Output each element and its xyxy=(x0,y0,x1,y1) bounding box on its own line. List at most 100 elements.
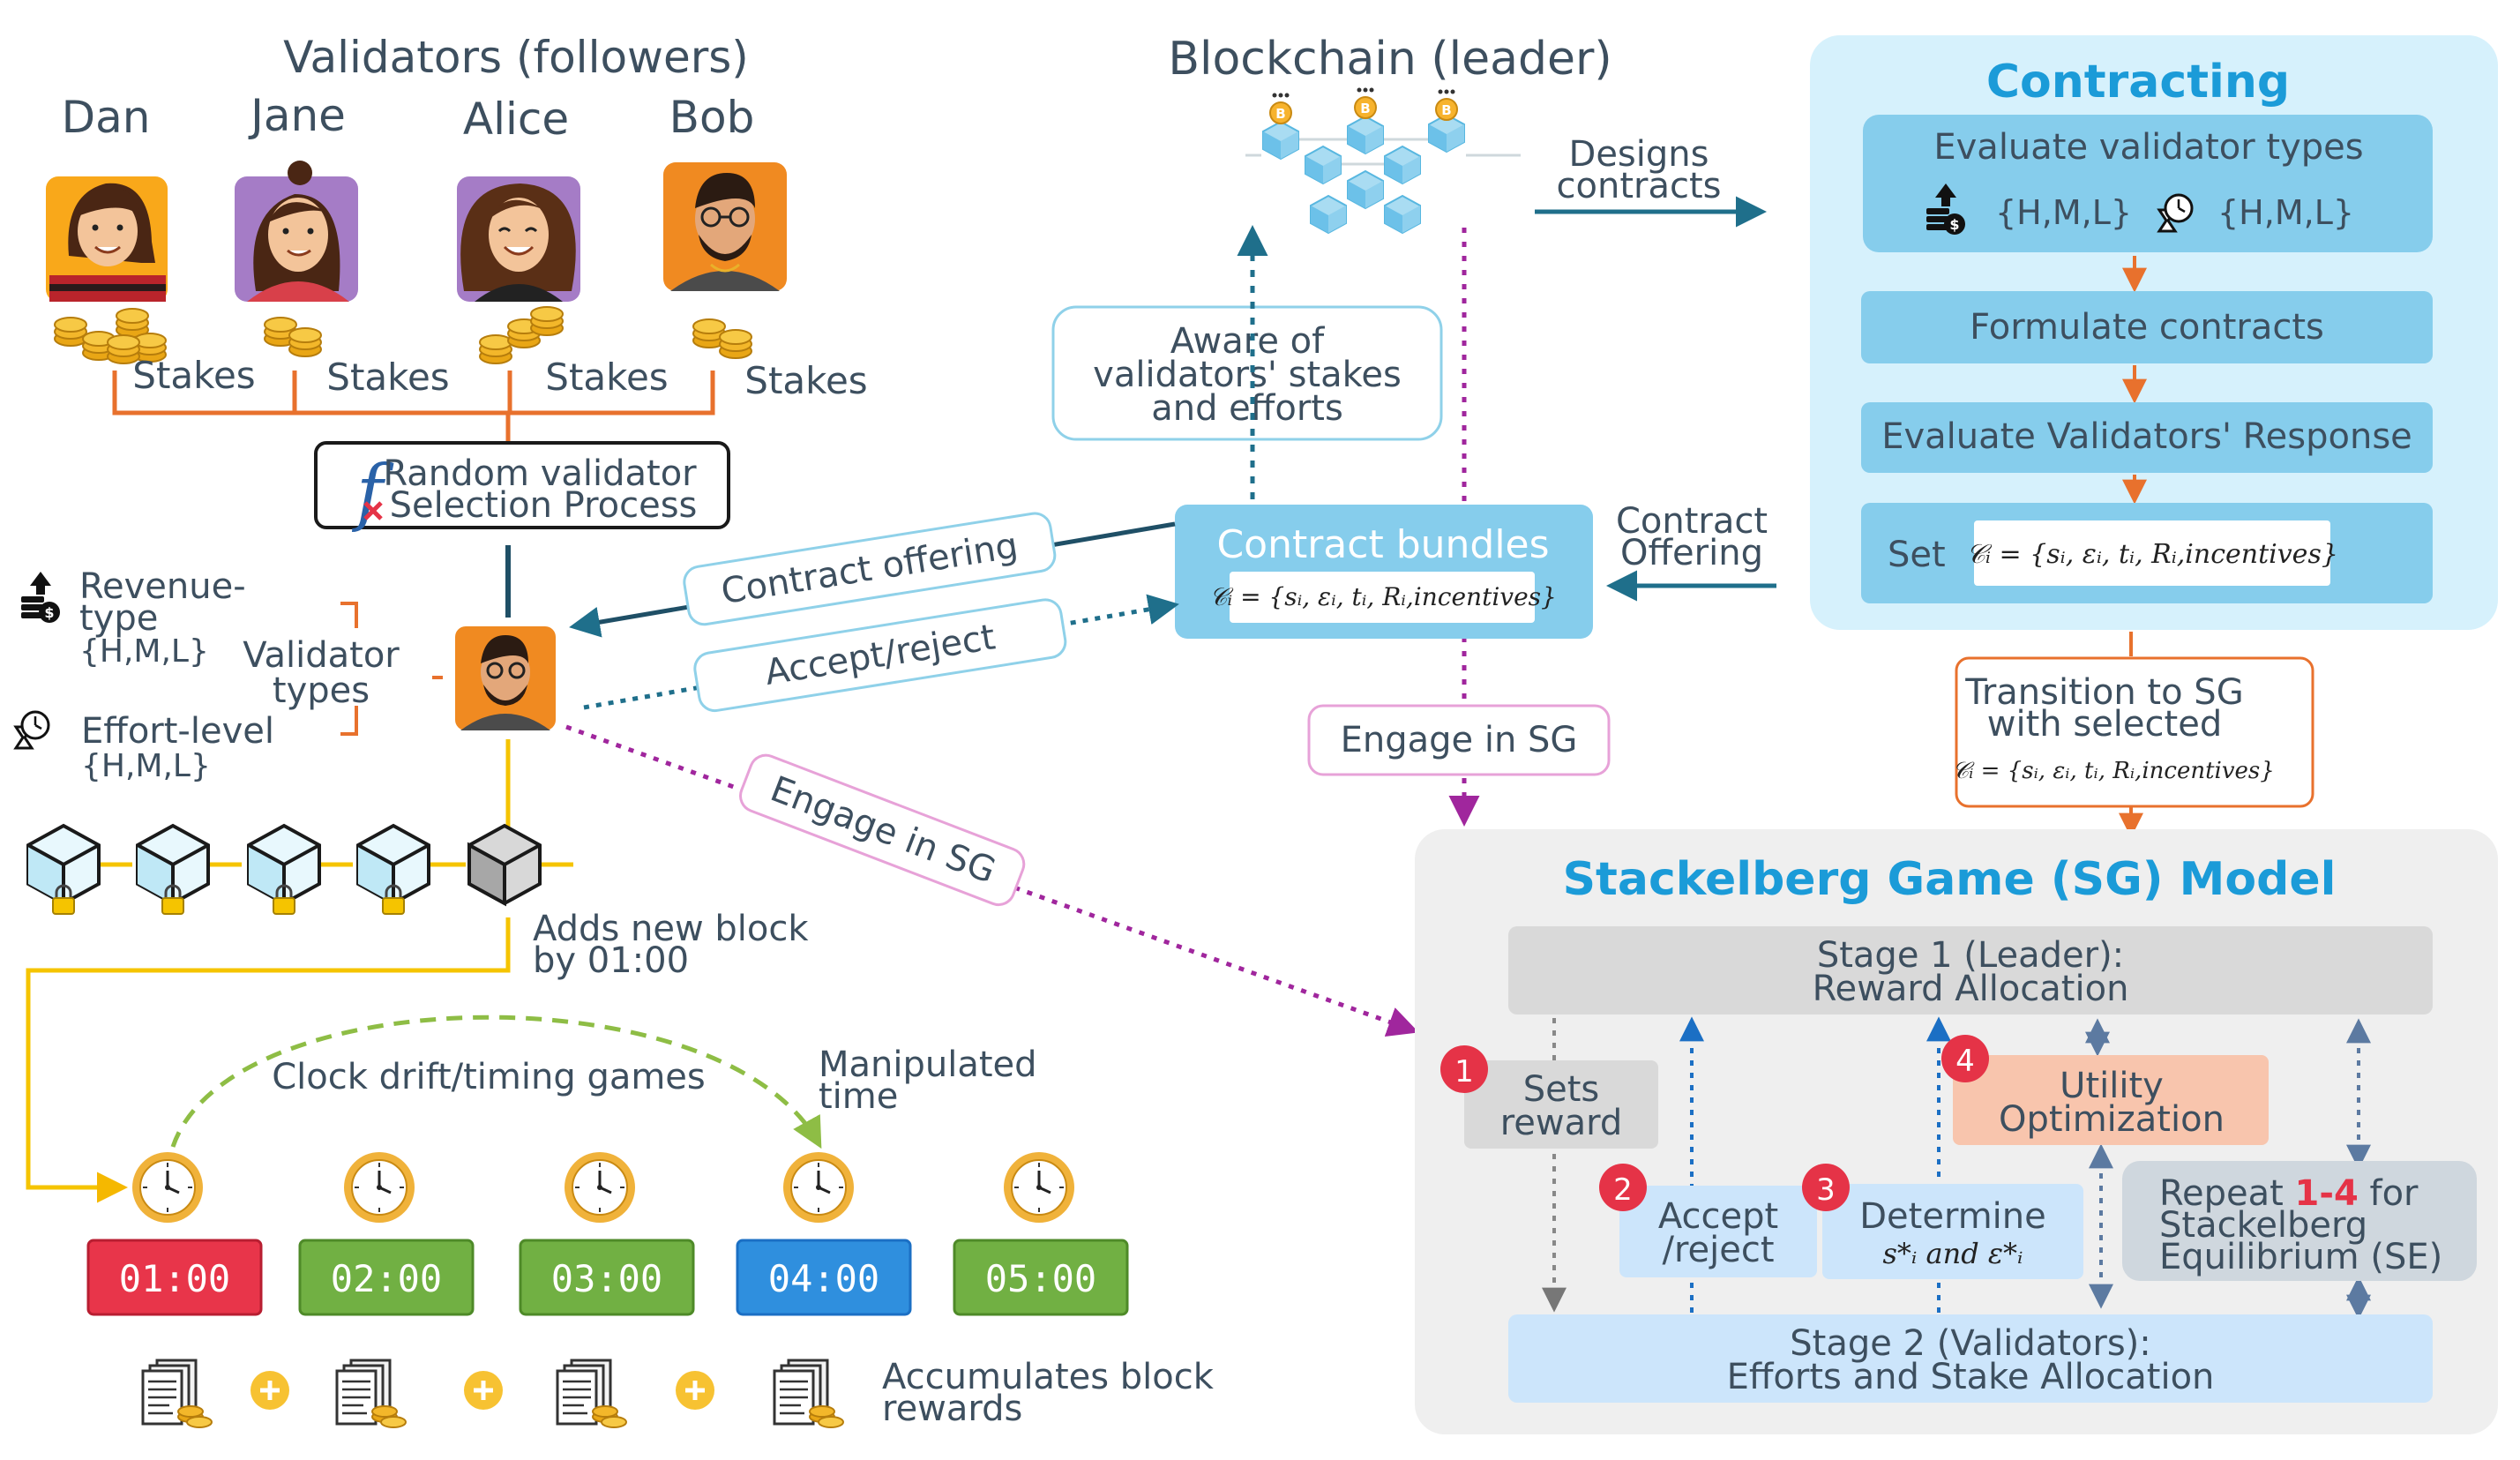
contract-bundles-box[interactable]: Contract bundles 𝒞ᵢ = {sᵢ, εᵢ, tᵢ, Rᵢ,in… xyxy=(1175,505,1593,639)
aware-box: Aware of validators' stakes and efforts xyxy=(1051,305,1443,441)
selected-validator-avatar[interactable] xyxy=(455,626,556,730)
svg-text:Stackelberg: Stackelberg xyxy=(2159,1205,2367,1246)
svg-text:Evaluate Validators' Response: Evaluate Validators' Response xyxy=(1881,416,2412,457)
svg-text:Accept: Accept xyxy=(1658,1196,1778,1237)
plus-icon xyxy=(464,1371,503,1410)
determine-box[interactable]: Determine s*ᵢ and ε*ᵢ xyxy=(1822,1184,2083,1279)
effort-clock-icon xyxy=(14,710,50,750)
formulate-box[interactable]: Formulate contracts xyxy=(1861,291,2433,363)
revenue-type-item: Revenue- type {H,M,L} xyxy=(21,566,246,670)
accumulates-line2: rewards xyxy=(882,1389,1022,1429)
svg-text:Utility: Utility xyxy=(2060,1066,2164,1106)
validator-bob[interactable]: Bob xyxy=(663,92,787,359)
contract-offering-side-2: Offering xyxy=(1620,533,1763,573)
clock-drift-label: Clock drift/timing games xyxy=(272,1057,706,1097)
new-block-icon xyxy=(467,823,542,907)
plus-icon xyxy=(251,1371,289,1410)
svg-text:Transition to SG: Transition to SG xyxy=(1964,672,2243,713)
repeat-box[interactable]: Repeat 1-4 for Stackelberg Equilibrium (… xyxy=(2122,1161,2477,1281)
time-slot-3[interactable]: 03:00 xyxy=(519,1239,695,1316)
evaluate-types-box[interactable]: Evaluate validator types {H,M,L} {H,M,L} xyxy=(1863,115,2433,252)
svg-text:02:00: 02:00 xyxy=(331,1257,442,1300)
block-reward-icon xyxy=(556,1359,628,1429)
engage-tag-diagonal: Engage in SG xyxy=(739,753,1026,907)
svg-text:Aware of: Aware of xyxy=(1170,321,1325,362)
accept-reject-box[interactable]: Accept /reject xyxy=(1619,1186,1817,1277)
avatar-bob-icon xyxy=(663,162,787,291)
locked-blocks xyxy=(26,823,573,916)
repeat-pre: Repeat xyxy=(2159,1173,2295,1214)
svg-text:Stage 1 (Leader):: Stage 1 (Leader): xyxy=(1817,935,2124,976)
stakes-label-bob: Stakes xyxy=(744,359,867,402)
validator-name-dan: Dan xyxy=(62,92,151,143)
evaluate-response-box[interactable]: Evaluate Validators' Response xyxy=(1861,402,2433,473)
avatar-jane-icon xyxy=(235,161,358,302)
svg-text:1: 1 xyxy=(1454,1054,1474,1089)
selection-process-line1: Random validator xyxy=(383,453,697,494)
svg-text:𝒞ᵢ = {sᵢ, εᵢ, tᵢ, Rᵢ,incentiv: 𝒞ᵢ = {sᵢ, εᵢ, tᵢ, Rᵢ,incentives} xyxy=(1966,539,2338,570)
svg-text:Equilibrium (SE): Equilibrium (SE) xyxy=(2159,1237,2442,1277)
svg-text:{H,M,L}: {H,M,L} xyxy=(81,748,211,784)
stage2-box[interactable]: Stage 2 (Validators): Efforts and Stake … xyxy=(1508,1314,2433,1403)
set-box[interactable]: Set 𝒞ᵢ = {sᵢ, εᵢ, tᵢ, Rᵢ,incentives} xyxy=(1861,503,2433,603)
utility-box[interactable]: Utility Optimization xyxy=(1953,1055,2269,1145)
svg-text:Evaluate validator types: Evaluate validator types xyxy=(1933,127,2363,168)
validator-dan[interactable]: Dan xyxy=(46,92,168,364)
bitcoin-icon xyxy=(1435,88,1458,121)
stakes-label-alice: Stakes xyxy=(545,356,668,399)
svg-text:Stage 2 (Validators):: Stage 2 (Validators): xyxy=(1790,1323,2151,1364)
svg-text:{H,M,L}: {H,M,L} xyxy=(1995,193,2132,232)
repeat-post: for xyxy=(2359,1173,2419,1214)
svg-text:type: type xyxy=(79,598,158,639)
jane-coins-icon xyxy=(264,317,322,357)
blockchain-title: Blockchain (leader) xyxy=(1168,33,1611,86)
rewards-row xyxy=(141,1359,845,1429)
svg-text:Determine: Determine xyxy=(1859,1196,2045,1237)
svg-text:3: 3 xyxy=(1816,1172,1836,1208)
manipulated-time-line2: time xyxy=(819,1076,898,1117)
sets-reward-box[interactable]: Sets reward xyxy=(1464,1060,1658,1149)
svg-text:01:00: 01:00 xyxy=(119,1257,230,1300)
contract-offering-side-1: Contract xyxy=(1616,501,1768,542)
avatar-dan-icon xyxy=(46,176,168,302)
selection-process-line2: Selection Process xyxy=(390,485,698,526)
badge-4: 4 xyxy=(1941,1035,1989,1082)
validator-jane[interactable]: Jane xyxy=(235,90,358,357)
validator-name-bob: Bob xyxy=(669,92,755,143)
svg-text:𝒞ᵢ = {sᵢ, εᵢ, tᵢ, Rᵢ,incentiv: 𝒞ᵢ = {sᵢ, εᵢ, tᵢ, Rᵢ,incentives} xyxy=(1209,582,1557,611)
sg-title: Stackelberg Game (SG) Model xyxy=(1563,853,2337,906)
svg-text:with selected: with selected xyxy=(1987,704,2222,745)
svg-text:2: 2 xyxy=(1613,1172,1633,1208)
svg-text:/reject: /reject xyxy=(1662,1230,1774,1270)
svg-text:Optimization: Optimization xyxy=(1999,1099,2225,1140)
badge-1: 1 xyxy=(1440,1045,1488,1093)
manipulated-time-line1: Manipulated xyxy=(819,1044,1037,1085)
selection-process-box[interactable]: f Random validator Selection Process xyxy=(314,441,730,535)
adds-block-line1: Adds new block xyxy=(533,909,809,949)
contracting-panel: Contracting Evaluate validator types {H,… xyxy=(1810,35,2498,630)
blockchain-icon xyxy=(1245,86,1521,234)
clocks-row xyxy=(131,1150,1076,1224)
block-reward-icon xyxy=(141,1359,213,1429)
svg-text:reward: reward xyxy=(1500,1103,1623,1143)
svg-text:Reward Allocation: Reward Allocation xyxy=(1813,969,2129,1009)
svg-text:𝒞ᵢ = {sᵢ, εᵢ, tᵢ, Rᵢ,incentiv: 𝒞ᵢ = {sᵢ, εᵢ, tᵢ, Rᵢ,incentives} xyxy=(1952,758,2275,784)
time-slot-5[interactable]: 05:00 xyxy=(953,1239,1129,1316)
validator-name-alice: Alice xyxy=(463,94,569,145)
validator-types-label-1: Validator xyxy=(243,635,400,676)
stage1-box[interactable]: Stage 1 (Leader): Reward Allocation xyxy=(1508,926,2433,1015)
designs-contracts-line2: contracts xyxy=(1557,166,1722,206)
time-slot-1[interactable]: 01:00 xyxy=(86,1239,263,1316)
svg-text:and efforts: and efforts xyxy=(1151,388,1343,429)
validator-alice[interactable]: Alice xyxy=(457,94,580,364)
badge-2: 2 xyxy=(1599,1164,1647,1211)
bob-engage-arrow xyxy=(565,724,1419,1037)
validator-name-jane: Jane xyxy=(248,90,346,141)
bob-coins-icon xyxy=(692,318,752,359)
time-slot-2[interactable]: 02:00 xyxy=(298,1239,475,1316)
svg-text:Effort-level: Effort-level xyxy=(81,711,274,752)
block-reward-icon xyxy=(773,1359,845,1429)
bitcoin-icon xyxy=(1269,92,1292,124)
time-slot-4[interactable]: 04:00 xyxy=(736,1239,912,1316)
stakes-bracket xyxy=(112,371,715,441)
